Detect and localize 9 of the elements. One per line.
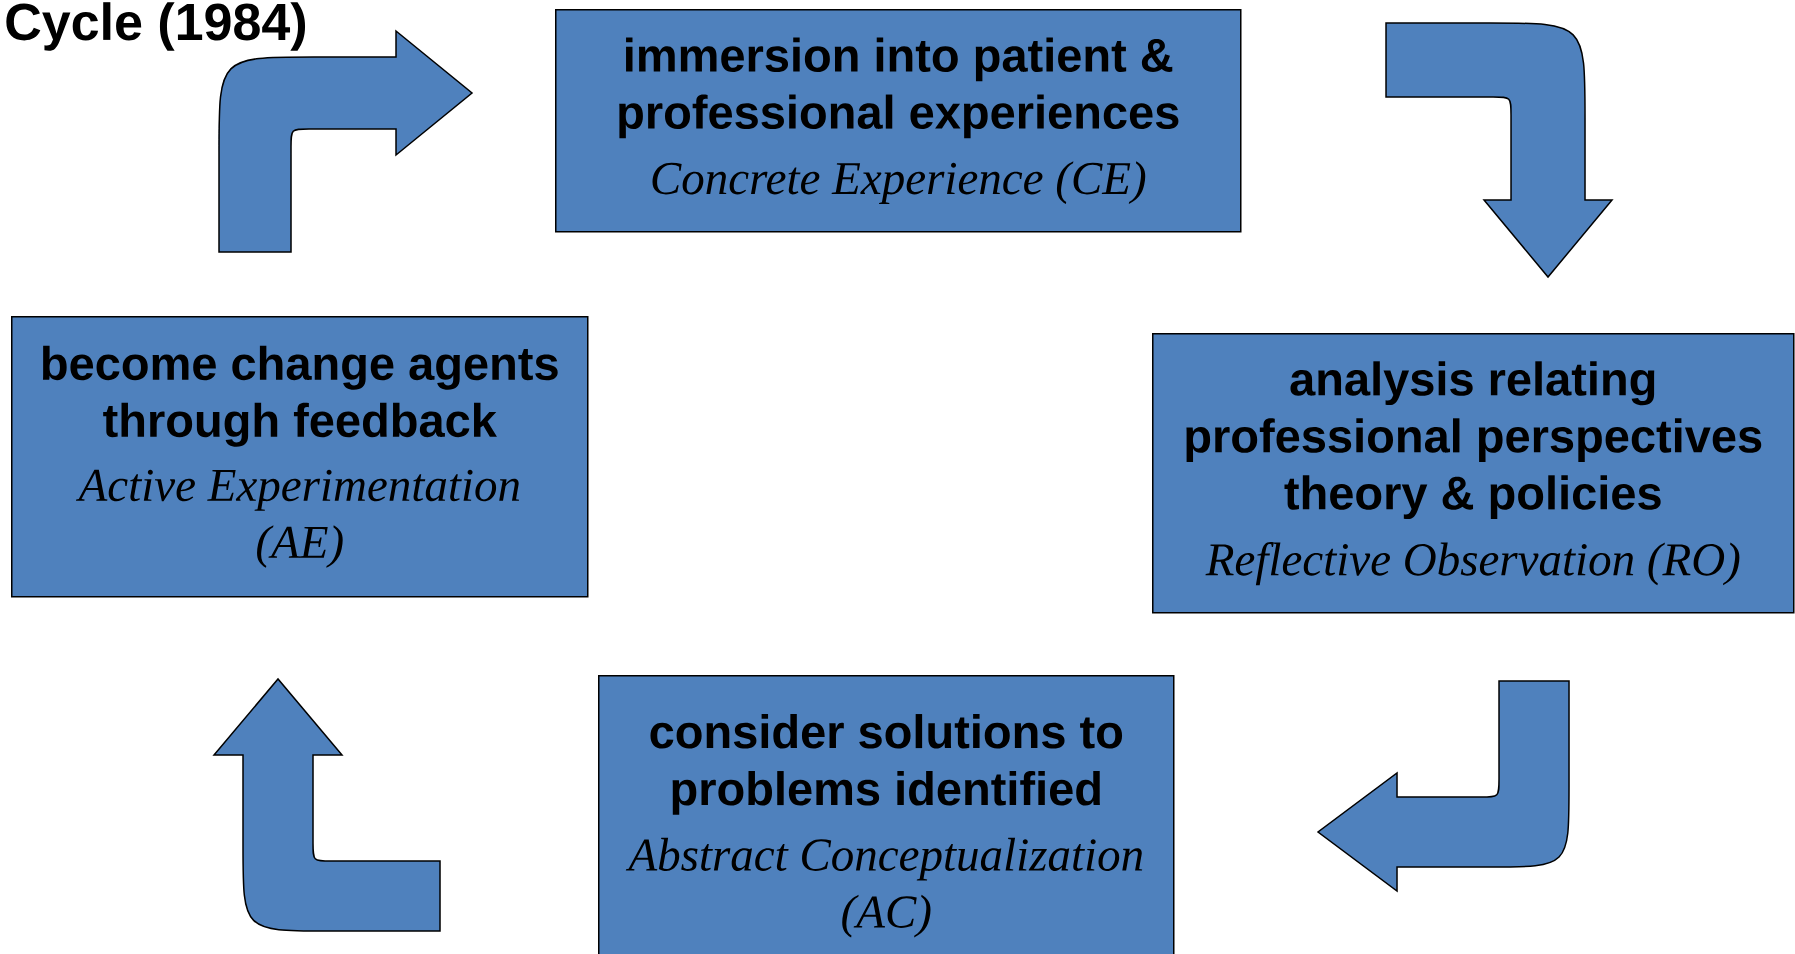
process-box: immersion into patient & professional experiences Concrete Experience (CE) (555, 9, 1242, 233)
process-box: become change agents through feedback Active Experimentation (AE) (11, 316, 589, 598)
process-box: analysis relating professional perspectives theory & policies Reflective Observation (RO) (1152, 333, 1795, 614)
block-arrow (1385, 22, 1613, 278)
block-arrow (213, 678, 441, 932)
block-arrow (218, 30, 473, 253)
block-arrow (1317, 680, 1570, 892)
process-box: consider solutions to problems identified Abstract Conceptualization (AC) (598, 675, 1175, 954)
title: Cycle (1984) (6, 2, 306, 51)
